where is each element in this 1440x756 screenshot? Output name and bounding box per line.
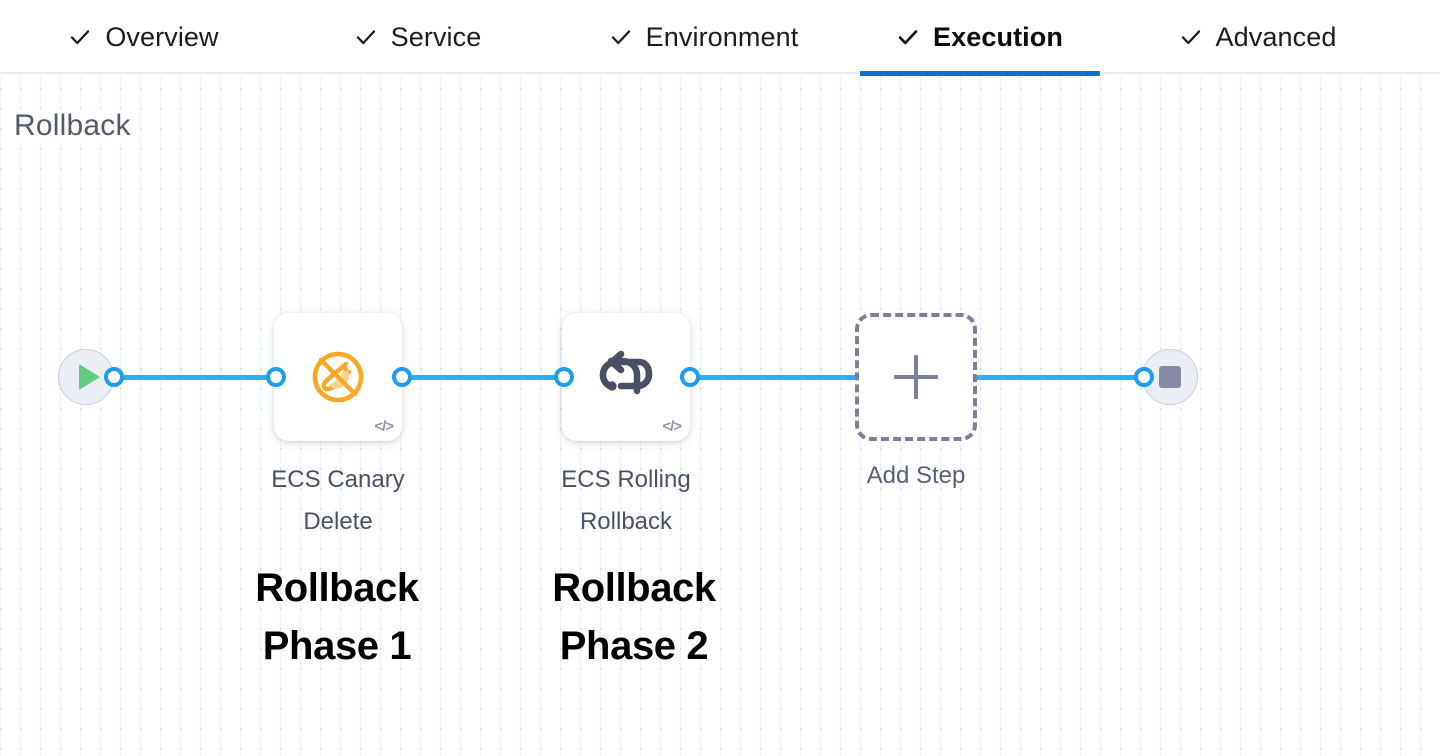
pipeline-canvas[interactable]: Rollback [0, 76, 1440, 756]
step-label-ecs-canary-delete: ECS Canary Delete [238, 459, 438, 543]
page-title: Rollback [14, 109, 135, 143]
port-step2-output[interactable] [680, 367, 700, 387]
tab-label: Advanced [1215, 21, 1337, 52]
stop-icon [1159, 366, 1181, 388]
code-badge-icon[interactable]: </> [662, 418, 682, 435]
step-label-line2: Delete [303, 508, 373, 535]
wizard-tab-bar: Overview Service Environment Execution [0, 0, 1440, 76]
check-icon [610, 26, 632, 48]
edge-step2-to-addstep [684, 375, 932, 380]
port-step2-input[interactable] [554, 367, 574, 387]
tab-label: Service [390, 21, 482, 52]
pipeline-graph: </> ECS Canary Delete Rollback Phase 1 [0, 76, 1440, 756]
tab-label: Overview [105, 21, 219, 52]
code-badge-icon[interactable]: </> [374, 418, 394, 435]
annotation-rollback-phase-2: Rollback Phase 2 [484, 559, 784, 675]
check-icon [355, 26, 377, 48]
annotation-line1: Rollback [255, 566, 419, 610]
add-step-button[interactable] [855, 313, 977, 441]
port-step1-output[interactable] [392, 367, 412, 387]
step-node-ecs-canary-delete[interactable]: </> [274, 313, 402, 441]
edge-start-to-step1 [110, 375, 288, 380]
port-start-output[interactable] [104, 367, 124, 387]
play-icon [78, 364, 100, 390]
step-label-ecs-rolling-rollback: ECS Rolling Rollback [526, 459, 726, 543]
tab-service[interactable]: Service [318, 0, 518, 74]
check-icon [1180, 26, 1202, 48]
tab-advanced[interactable]: Advanced [1140, 0, 1376, 74]
tab-overview[interactable]: Overview [32, 0, 256, 74]
step-label-line1: ECS Canary [271, 466, 405, 493]
start-node[interactable] [58, 349, 114, 405]
tab-execution[interactable]: Execution [860, 0, 1100, 76]
port-step1-input[interactable] [266, 367, 286, 387]
rollback-arrow-icon [562, 313, 690, 441]
check-icon [69, 26, 91, 48]
tab-label: Environment [645, 21, 799, 52]
step-label-line2: Rollback [579, 508, 673, 535]
tab-environment[interactable]: Environment [570, 0, 838, 74]
annotation-line2: Phase 2 [559, 624, 709, 668]
step-label-line1: ECS Rolling [561, 466, 691, 493]
add-step-label: Add Step [866, 462, 966, 489]
check-icon [897, 26, 919, 48]
annotation-line2: Phase 1 [262, 624, 412, 668]
edge-step1-to-step2 [396, 375, 574, 380]
annotation-rollback-phase-1: Rollback Phase 1 [187, 559, 487, 675]
tab-active-underline [860, 71, 1100, 76]
port-end-input[interactable] [1134, 367, 1154, 387]
tab-label: Execution [933, 21, 1063, 52]
annotation-line1: Rollback [552, 566, 716, 610]
step-node-ecs-rolling-rollback[interactable]: </> [562, 313, 690, 441]
ecs-canary-delete-icon [274, 313, 402, 441]
plus-icon-vertical [914, 355, 918, 399]
edge-addstep-to-end [972, 375, 1152, 380]
